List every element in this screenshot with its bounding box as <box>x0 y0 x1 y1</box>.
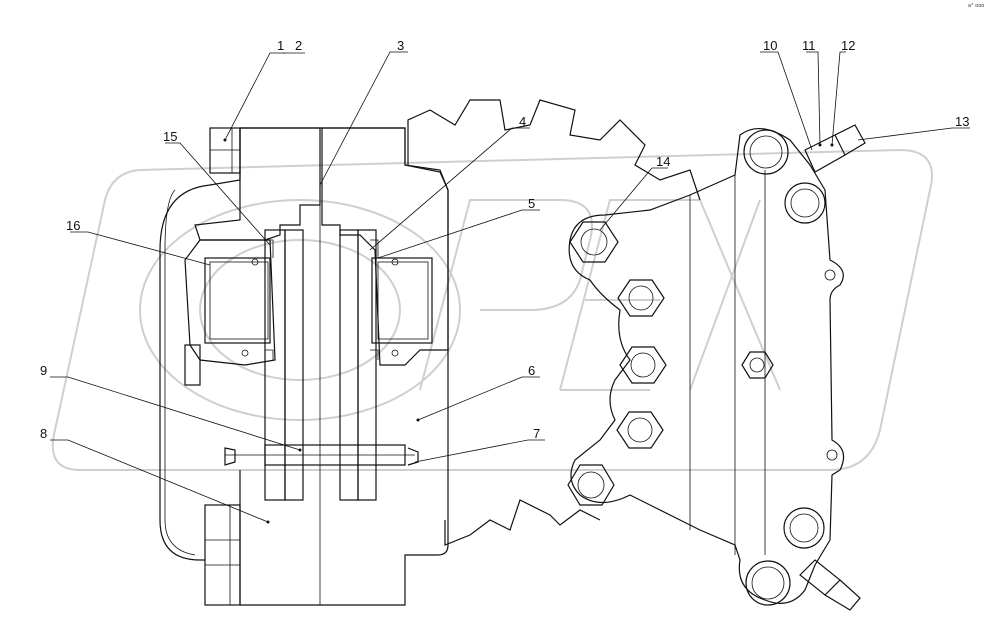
callout-8: 8 <box>40 426 47 441</box>
callout-12: 12 <box>841 38 855 53</box>
leader-lines <box>50 51 970 524</box>
callout-2: 2 <box>295 38 302 53</box>
callout-labels: 1 2 3 4 5 6 7 8 9 10 11 12 13 14 15 16 a… <box>40 3 984 441</box>
gear-outline <box>407 99 701 546</box>
callout-10: 10 <box>763 38 777 53</box>
callout-11: 11 <box>802 38 816 53</box>
callout-16: 16 <box>66 218 80 233</box>
callout-13: 13 <box>955 114 969 129</box>
callout-14: 14 <box>656 154 670 169</box>
callout-3: 3 <box>397 38 404 53</box>
corner-mark: a° ooo <box>968 3 984 9</box>
callout-6: 6 <box>528 363 535 378</box>
callout-5: 5 <box>528 196 535 211</box>
bolt-heads <box>567 129 838 606</box>
callout-15: 15 <box>163 129 177 144</box>
callout-4: 4 <box>519 114 526 129</box>
watermark-logo <box>51 148 933 471</box>
caliper-section-view <box>159 127 449 606</box>
caliper-external-view <box>567 124 866 611</box>
callout-9: 9 <box>40 363 47 378</box>
callout-7: 7 <box>533 426 540 441</box>
callout-1: 1 <box>277 38 284 53</box>
